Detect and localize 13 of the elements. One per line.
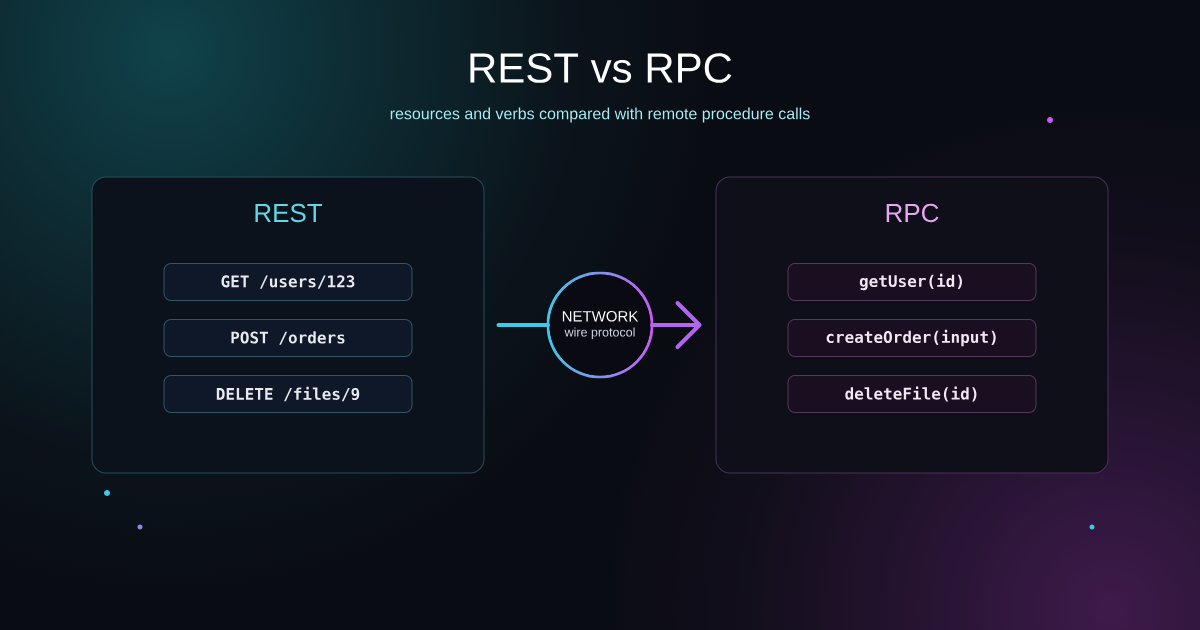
code-box: createOrder(input) [787, 319, 1037, 357]
node-label: wire protocol [564, 327, 635, 340]
title: REST vs RPC [470, 53, 732, 83]
node-label: NETWORK [562, 310, 639, 322]
panel-title: RPC [886, 203, 939, 223]
panel-title: REST [255, 203, 323, 223]
code-box: POST /orders [163, 319, 413, 357]
code-box: GET /users/123 [163, 263, 413, 301]
connector-line [496, 323, 550, 327]
subtitle: resources and verbs compared with remote procedure calls [390, 107, 810, 123]
code-box: deleteFile(id) [787, 375, 1037, 413]
code-box: getUser(id) [787, 263, 1037, 301]
code-box: DELETE /files/9 [163, 375, 413, 413]
